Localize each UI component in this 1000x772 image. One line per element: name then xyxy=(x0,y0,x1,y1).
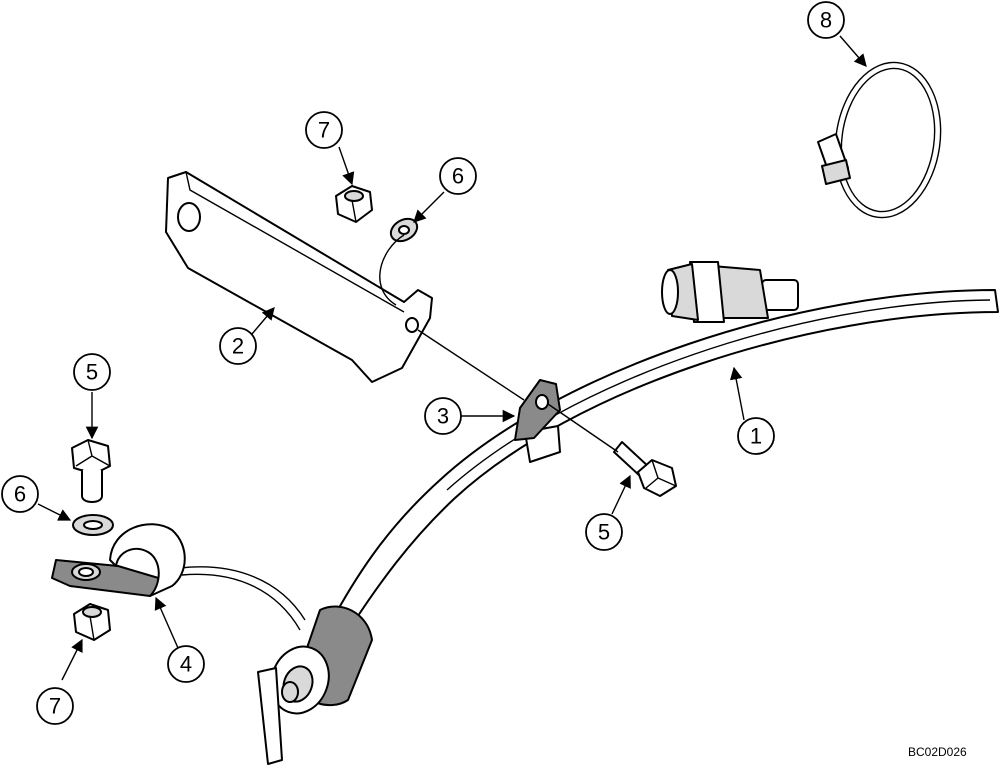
svg-text:3: 3 xyxy=(437,404,449,429)
p-clamp xyxy=(51,523,186,597)
drawing-code: BC02D026 xyxy=(908,745,967,759)
callout-7-left: 7 xyxy=(36,687,74,725)
bolt-left xyxy=(71,439,111,503)
washer-top xyxy=(389,217,419,243)
nut-left xyxy=(73,603,111,641)
svg-text:5: 5 xyxy=(86,360,98,385)
callout-2: 2 xyxy=(219,327,257,365)
leader-lines xyxy=(37,35,867,681)
callout-6-left: 6 xyxy=(1,475,39,513)
hose-fitting-upper xyxy=(661,261,799,323)
svg-text:8: 8 xyxy=(820,8,832,33)
hose-fitting-lower xyxy=(257,605,373,765)
callout-5-right: 5 xyxy=(585,513,623,551)
svg-text:7: 7 xyxy=(318,118,330,143)
svg-text:4: 4 xyxy=(180,652,192,677)
callout-3: 3 xyxy=(424,397,462,435)
callout-1: 1 xyxy=(737,417,775,455)
assembly-lines xyxy=(379,234,619,453)
svg-text:1: 1 xyxy=(750,424,762,449)
nut-top xyxy=(335,185,373,223)
callout-7-top: 7 xyxy=(305,111,343,149)
bracket xyxy=(165,171,433,383)
callout-4: 4 xyxy=(167,645,205,683)
clip xyxy=(514,379,561,441)
svg-text:6: 6 xyxy=(14,482,26,507)
svg-text:2: 2 xyxy=(232,334,244,359)
callout-8: 8 xyxy=(807,1,845,39)
callout-6-top: 6 xyxy=(439,157,477,195)
svg-text:6: 6 xyxy=(452,164,464,189)
washer-left xyxy=(72,514,114,536)
svg-text:5: 5 xyxy=(598,520,610,545)
bolt-right xyxy=(613,441,677,497)
cable-tie xyxy=(817,61,942,219)
svg-text:7: 7 xyxy=(49,694,61,719)
callout-5-left: 5 xyxy=(73,353,111,391)
cable-assembly xyxy=(179,261,999,765)
